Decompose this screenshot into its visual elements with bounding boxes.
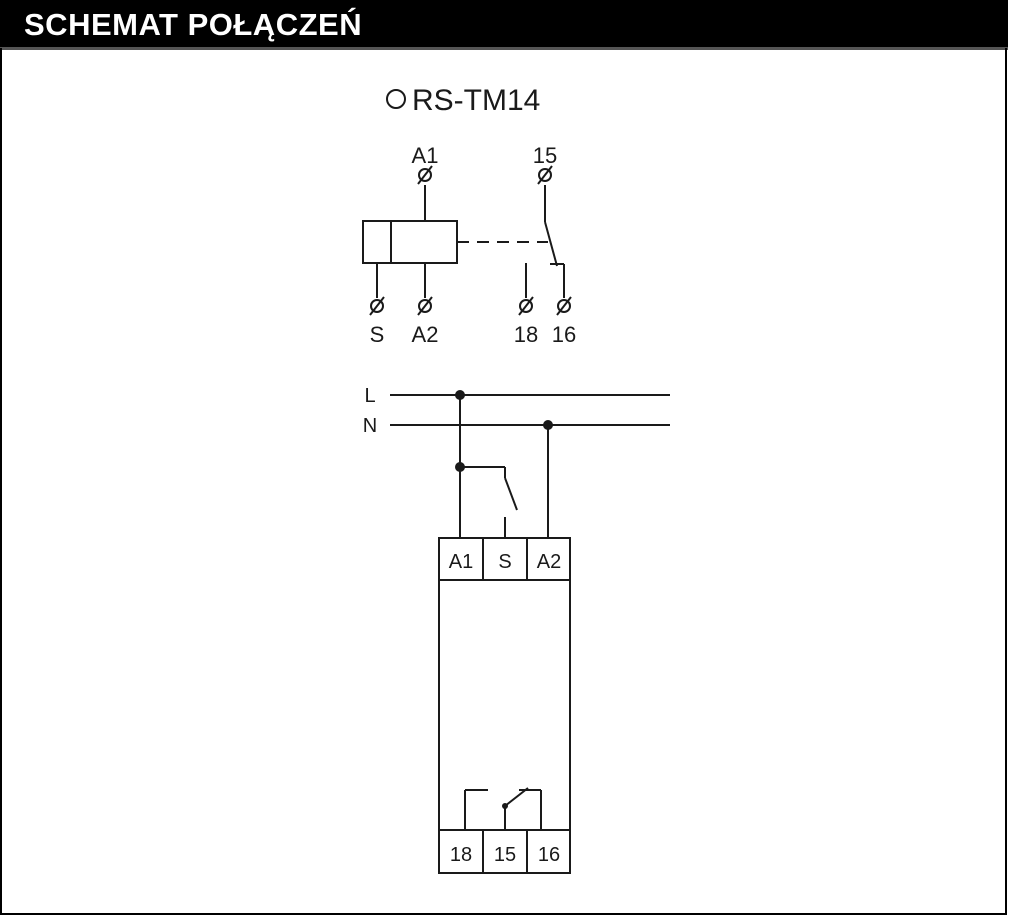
contact-dot xyxy=(502,803,508,809)
terminal-a2-icon xyxy=(418,299,432,313)
label-a2-bottom: A2 xyxy=(412,322,439,347)
device-label-15: 15 xyxy=(494,844,516,866)
device-label-a1: A1 xyxy=(449,551,473,573)
terminal-18-icon xyxy=(519,299,533,313)
title-bar: SCHEMAT POŁĄCZEŃ xyxy=(0,0,1008,50)
label-l: L xyxy=(364,385,375,407)
label-15-top: 15 xyxy=(533,143,557,168)
diagram-border xyxy=(0,48,1007,915)
junction-dot xyxy=(543,420,553,430)
device-label-a2: A2 xyxy=(537,551,561,573)
terminal-s-icon xyxy=(370,299,384,313)
device-label-s: S xyxy=(498,551,511,573)
coil-box xyxy=(362,220,458,264)
device-label-18: 18 xyxy=(450,844,472,866)
model-label: RS-TM14 xyxy=(412,84,540,117)
device-label-16: 16 xyxy=(538,844,560,866)
relay-device xyxy=(438,537,571,874)
junction-dot xyxy=(455,390,465,400)
label-18-bottom: 18 xyxy=(514,322,538,347)
label-s-bottom: S xyxy=(370,322,385,347)
page-title: SCHEMAT POŁĄCZEŃ xyxy=(24,7,363,42)
label-a1-top: A1 xyxy=(412,143,439,168)
bullet-circle-icon xyxy=(386,89,406,109)
push-switch xyxy=(504,477,518,511)
junction-dot xyxy=(455,462,465,472)
terminal-16-icon xyxy=(557,299,571,313)
terminal-15-icon xyxy=(538,168,552,182)
label-16-bottom: 16 xyxy=(552,322,576,347)
switch-contact xyxy=(544,221,558,267)
label-n: N xyxy=(363,415,377,437)
terminal-a1-icon xyxy=(418,168,432,182)
